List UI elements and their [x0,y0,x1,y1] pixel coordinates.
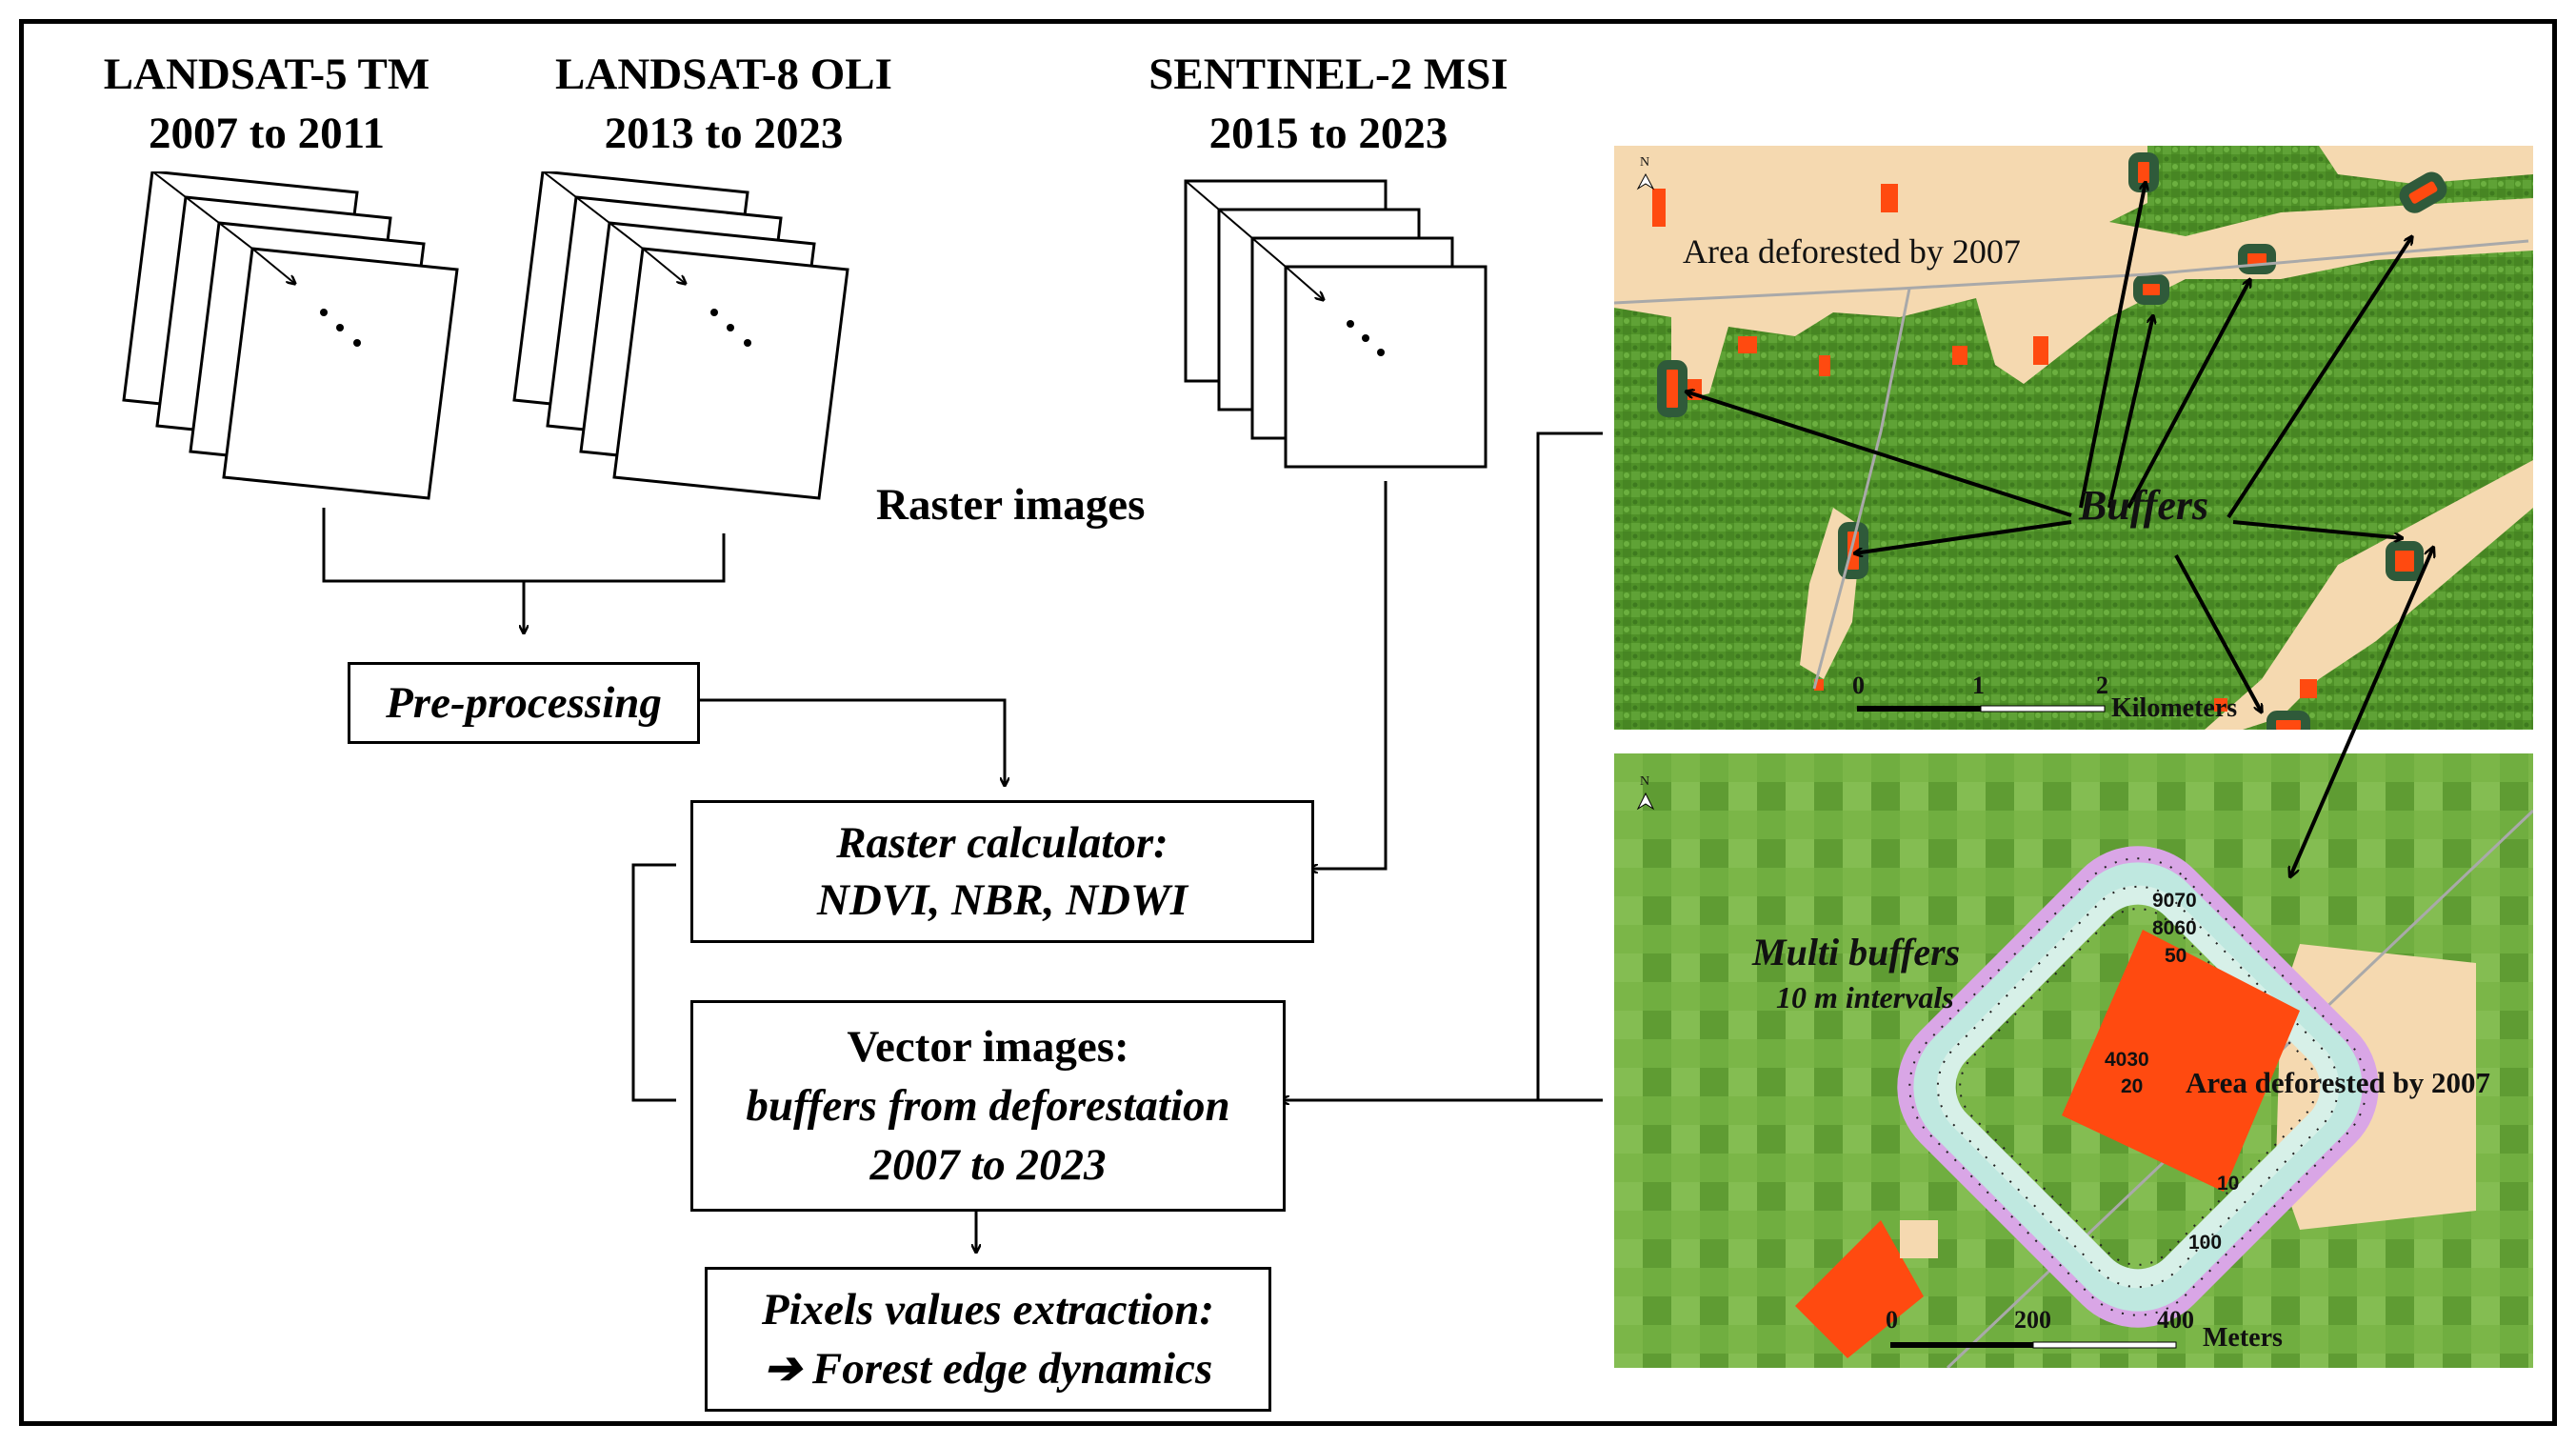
vector-images-title: Vector images: [847,1022,1129,1072]
figure-frame: LANDSAT-5 TM 2007 to 2011 LANDSAT-8 OLI … [19,19,2557,1426]
flow-connectors [322,431,1603,1431]
raster-images-label: Raster images [876,480,1146,530]
map-link-arrow [2262,529,2452,891]
forest-edge-text: Forest edge dynamics [811,1344,1213,1394]
map-bottom-scale-unit: Meters [2203,1323,2283,1353]
ring-label-90-70: 9070 [2152,890,2197,912]
preprocessing-text: Pre-processing [386,678,662,728]
sensor-name: SENTINEL-2 MSI [1148,50,1508,99]
vector-images-box: Vector images: buffers from deforestatio… [690,1000,1286,1212]
sensor-name: LANDSAT-5 TM [103,50,430,99]
raster-calculator-indices: NDVI, NBR, NDWI [816,875,1188,925]
sensor-name: LANDSAT-8 OLI [555,50,892,99]
landsat5-raster-stack [122,171,459,500]
vector-images-period: 2007 to 2023 [869,1140,1107,1190]
right-arrow-icon: ➔ [763,1344,812,1394]
ring-label-80-60: 8060 [2152,917,2197,939]
ring-label-20: 20 [2121,1075,2144,1097]
pixel-extraction-result: ➔ Forest edge dynamics [764,1339,1212,1398]
raster-calculator-title: Raster calculator: [836,818,1168,868]
sensor-landsat5: LANDSAT-5 TM 2007 to 2011 [43,45,490,163]
landsat8-raster-stack [512,171,849,500]
ring-label-10: 10 [2217,1173,2240,1194]
map-bottom-scale-tick-0: 0 [1886,1306,1898,1334]
raster-calculator-box: Raster calculator: NDVI, NBR, NDWI [690,800,1314,943]
map-top-buffers-label: Buffers [2079,482,2209,529]
sensor-period: 2013 to 2023 [604,109,844,158]
sensor-period: 2015 to 2023 [1208,109,1448,158]
sensor-landsat8: LANDSAT-8 OLI 2013 to 2023 [490,45,957,163]
map-top-scale-tick-2: 2 [2096,672,2108,699]
map-top-scale-tick-1: 1 [1972,672,1985,699]
map-top-scale-unit: Kilometers [2111,693,2238,723]
vector-images-desc: buffers from deforestation [746,1081,1230,1131]
ring-label-40-30: 4030 [2105,1049,2149,1071]
preprocessing-box: Pre-processing [348,662,700,744]
map-bottom-area-label: Area deforested by 2007 [2186,1066,2491,1099]
sensor-sentinel2: SENTINEL-2 MSI 2015 to 2023 [1100,45,1557,163]
pixel-extraction-box: Pixels values extraction: ➔ Forest edge … [705,1267,1271,1412]
intervals-label: 10 m intervals [1776,980,1954,1014]
multi-buffers-label: Multi buffers [1752,931,1961,973]
map-top-area-label: Area deforested by 2007 [1683,232,2021,271]
map-top-north-label: N [1640,155,1650,170]
map-bottom-north-label: N [1640,774,1650,789]
map-top-scale-tick-0: 0 [1852,672,1865,699]
sentinel2-raster-stack [1184,179,1488,469]
ring-label-100: 100 [2188,1232,2223,1254]
map-bottom-scale-tick-200: 200 [2014,1306,2051,1334]
pixel-extraction-title: Pixels values extraction: [761,1285,1215,1335]
sensor-period: 2007 to 2011 [148,109,386,158]
ring-label-50: 50 [2165,945,2187,967]
map-bottom-scale-tick-400: 400 [2157,1306,2194,1334]
